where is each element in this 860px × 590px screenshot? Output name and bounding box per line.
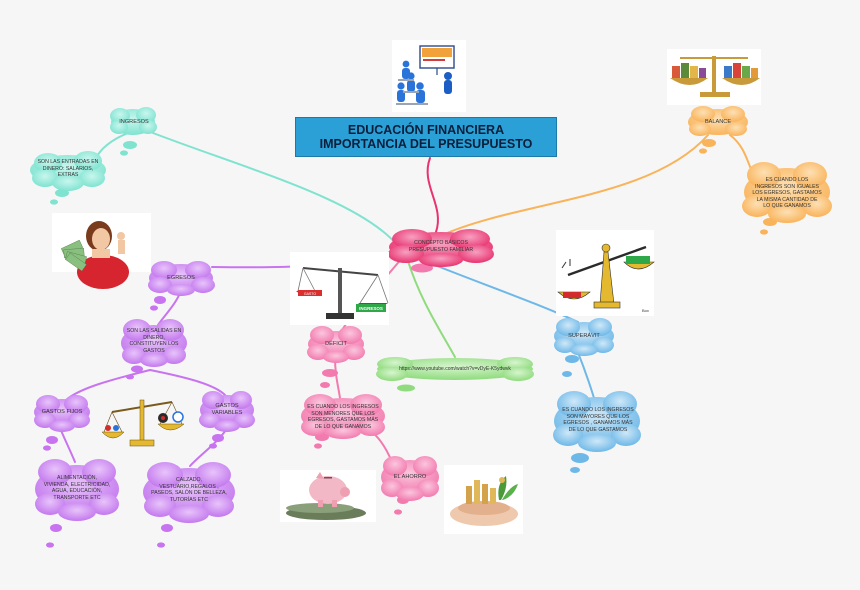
gastos-variables-label: GASTOS VARIABLES	[211, 403, 243, 416]
woman-with-money-photo	[52, 213, 151, 289]
balance-label: BALANCE	[704, 119, 732, 125]
piggy-bank-photo	[280, 470, 376, 522]
scale-gasto-label: GASTO	[304, 292, 316, 296]
egresos-label: EGRESOS	[167, 275, 195, 281]
gastos-fijos-label: GASTOS FIJOS	[41, 409, 83, 415]
superavit-label: SUPERÁVIT	[568, 333, 600, 339]
connector-link	[406, 257, 456, 358]
center-node-label: CONCEPTO BÁSICOS PRESUPUESTO FAMILIAR	[408, 240, 474, 253]
connector-deficit-def	[334, 356, 341, 399]
superavit-scale-illustration: Box	[556, 230, 655, 316]
node-egresos-definition[interactable]	[121, 319, 187, 367]
balance-definition-label: ES CUANDO LOS INGRESOS SON IGUALES LOS E…	[752, 177, 822, 209]
node-link[interactable]	[376, 357, 534, 381]
ingresos-definition-label: SON LAS ENTRADAS EN DINERO: SALARIOS, EX…	[37, 159, 99, 178]
expenses-scale-illustration	[101, 399, 185, 447]
ahorro-label: EL AHORRO	[393, 474, 427, 480]
node-center[interactable]	[388, 229, 494, 267]
cloud-tail-bubbles	[43, 139, 777, 548]
node-superavit[interactable]	[554, 318, 614, 356]
superavit-definition-label: ES CUANDO LOS INGRESOS SON MAYORES QUE L…	[562, 407, 634, 433]
ingresos-label: INGRESOS	[119, 119, 149, 125]
connector-ingresos	[152, 132, 399, 247]
savings-hands-photo	[444, 465, 523, 534]
connector-fijos-list	[59, 427, 76, 463]
node-ahorro[interactable]	[381, 456, 439, 501]
balance-scale-illustration: GASTO INGRESOS	[290, 252, 389, 325]
node-ingresos-definition[interactable]	[30, 151, 106, 191]
connector-gastos-variables	[149, 369, 226, 396]
connector-balance	[439, 134, 709, 237]
gastos-fijos-list-label: ALIMENTACIÓN, VIVIENDA, ELECTRICIDAD, AG…	[43, 475, 111, 501]
connector-variables-list	[189, 429, 227, 467]
node-balance[interactable]	[688, 106, 748, 136]
node-gastos-fijos-list[interactable]	[35, 459, 119, 521]
egresos-definition-label: SON LAS SALIDAS EN DINERO, CONSTITUYEN L…	[126, 328, 182, 354]
svg-text:Box: Box	[642, 308, 649, 313]
main-title-box[interactable]: EDUCACIÓN FINANCIERA IMPORTANCIA DEL PRE…	[295, 117, 557, 157]
main-title: EDUCACIÓN FINANCIERA IMPORTANCIA DEL PRE…	[319, 122, 533, 151]
connector-superavit-def	[576, 349, 595, 399]
youtube-link[interactable]: https://www.youtube.com/watch?v=vDyE-K5y…	[399, 366, 511, 372]
scale-ingresos-label: INGRESOS	[359, 306, 383, 311]
node-ingresos[interactable]	[110, 107, 157, 135]
gastos-variables-list-label: CALZADO, VESTUARIO,REGALOS , PASEOS, SAL…	[151, 477, 227, 503]
node-egresos[interactable]	[148, 261, 215, 296]
node-deficit-definition[interactable]	[301, 394, 385, 439]
deficit-definition-label: ES CUANDO LOS INGRESOS SON MENORES QUE L…	[307, 404, 379, 430]
groceries-scale-photo	[667, 49, 761, 105]
node-gastos-variables[interactable]	[199, 391, 255, 432]
node-superavit-definition[interactable]	[553, 391, 641, 452]
classroom-illustration	[392, 40, 466, 112]
node-gastos-variables-list[interactable]	[143, 462, 235, 523]
node-gastos-fijos[interactable]	[34, 395, 90, 432]
deficit-label: DÉFICIT	[325, 341, 347, 347]
connector-title-center	[426, 157, 439, 233]
node-deficit[interactable]	[307, 326, 365, 363]
node-balance-definition[interactable]	[742, 162, 832, 223]
